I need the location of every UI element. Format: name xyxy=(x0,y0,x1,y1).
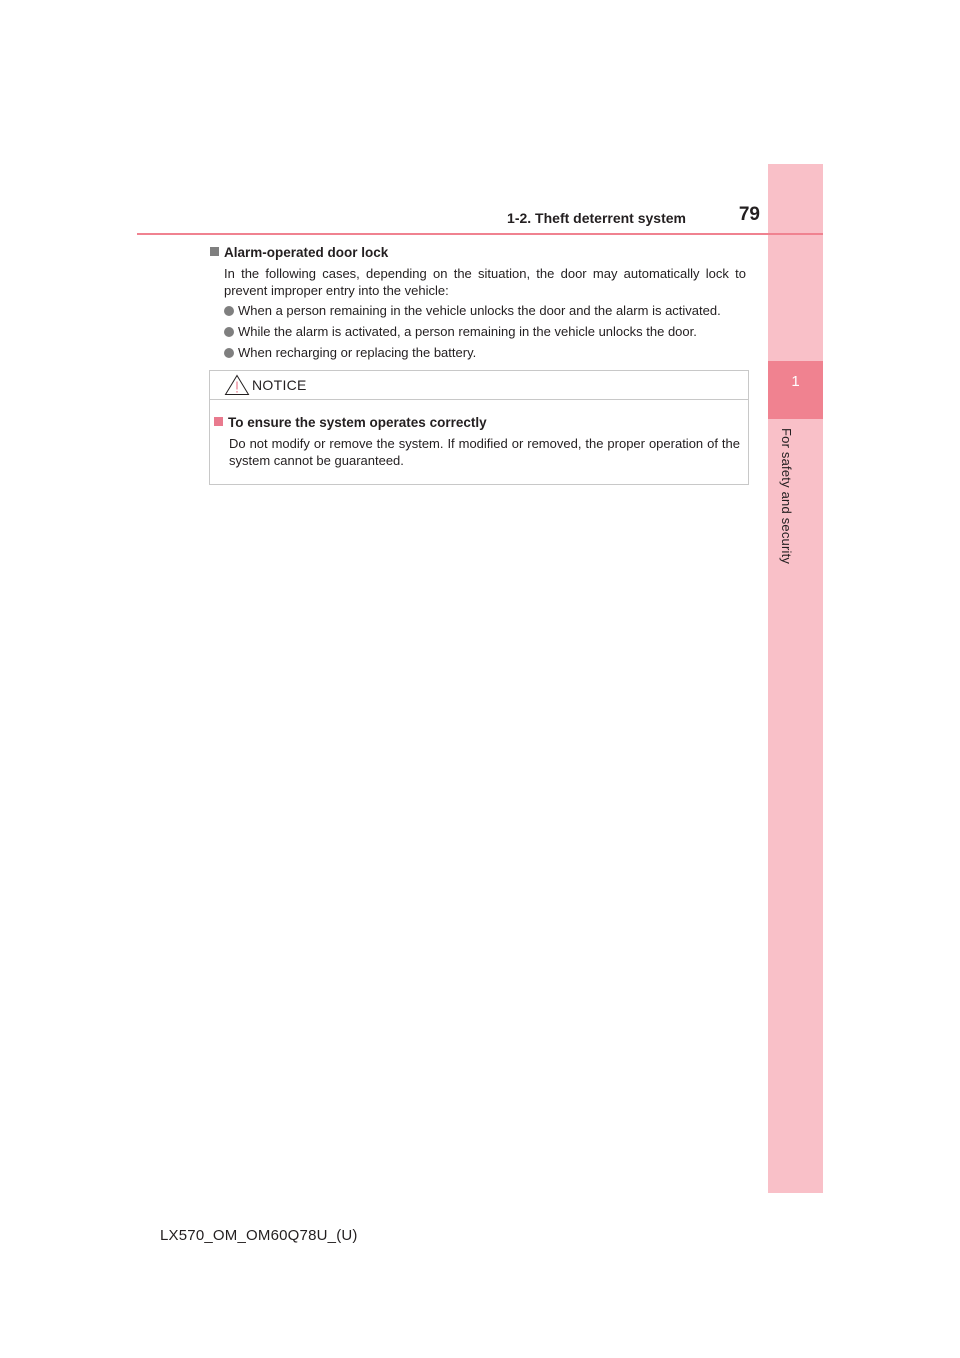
circle-bullet-icon xyxy=(224,327,234,337)
square-bullet-icon xyxy=(214,417,223,426)
notice-box xyxy=(209,370,749,485)
square-bullet-icon xyxy=(210,247,219,256)
list-item-text: When a person remaining in the vehicle u… xyxy=(238,303,721,318)
footer-document-code: LX570_OM_OM60Q78U_(U) xyxy=(160,1227,358,1244)
list-item: When a person remaining in the vehicle u… xyxy=(224,302,721,319)
warning-triangle-icon xyxy=(224,374,250,395)
circle-bullet-icon xyxy=(224,306,234,316)
list-item: While the alarm is activated, a person r… xyxy=(224,323,697,340)
notice-description: Do not modify or remove the system. If m… xyxy=(229,436,740,468)
notice-heading: To ensure the system operates correctly xyxy=(214,414,487,432)
list-item-text: While the alarm is activated, a person r… xyxy=(238,324,697,339)
alarm-section-heading: Alarm-operated door lock xyxy=(210,244,388,262)
section-title: 1-2. Theft deterrent system xyxy=(507,210,686,226)
alarm-description: In the following cases, depending on the… xyxy=(224,266,746,298)
notice-title: NOTICE xyxy=(252,377,307,393)
page-number: 79 xyxy=(738,204,760,225)
header-rule xyxy=(137,233,823,235)
notice-heading-text: To ensure the system operates correctly xyxy=(228,415,487,430)
chapter-label: For safety and security xyxy=(779,428,794,565)
alarm-heading-text: Alarm-operated door lock xyxy=(224,245,389,260)
chapter-side-tab xyxy=(768,164,823,1193)
chapter-number: 1 xyxy=(791,373,800,390)
chapter-tab-active xyxy=(768,361,823,419)
circle-bullet-icon xyxy=(224,348,234,358)
notice-divider xyxy=(210,399,749,400)
list-item: When recharging or replacing the battery… xyxy=(224,344,476,361)
list-item-text: When recharging or replacing the battery… xyxy=(238,345,477,360)
